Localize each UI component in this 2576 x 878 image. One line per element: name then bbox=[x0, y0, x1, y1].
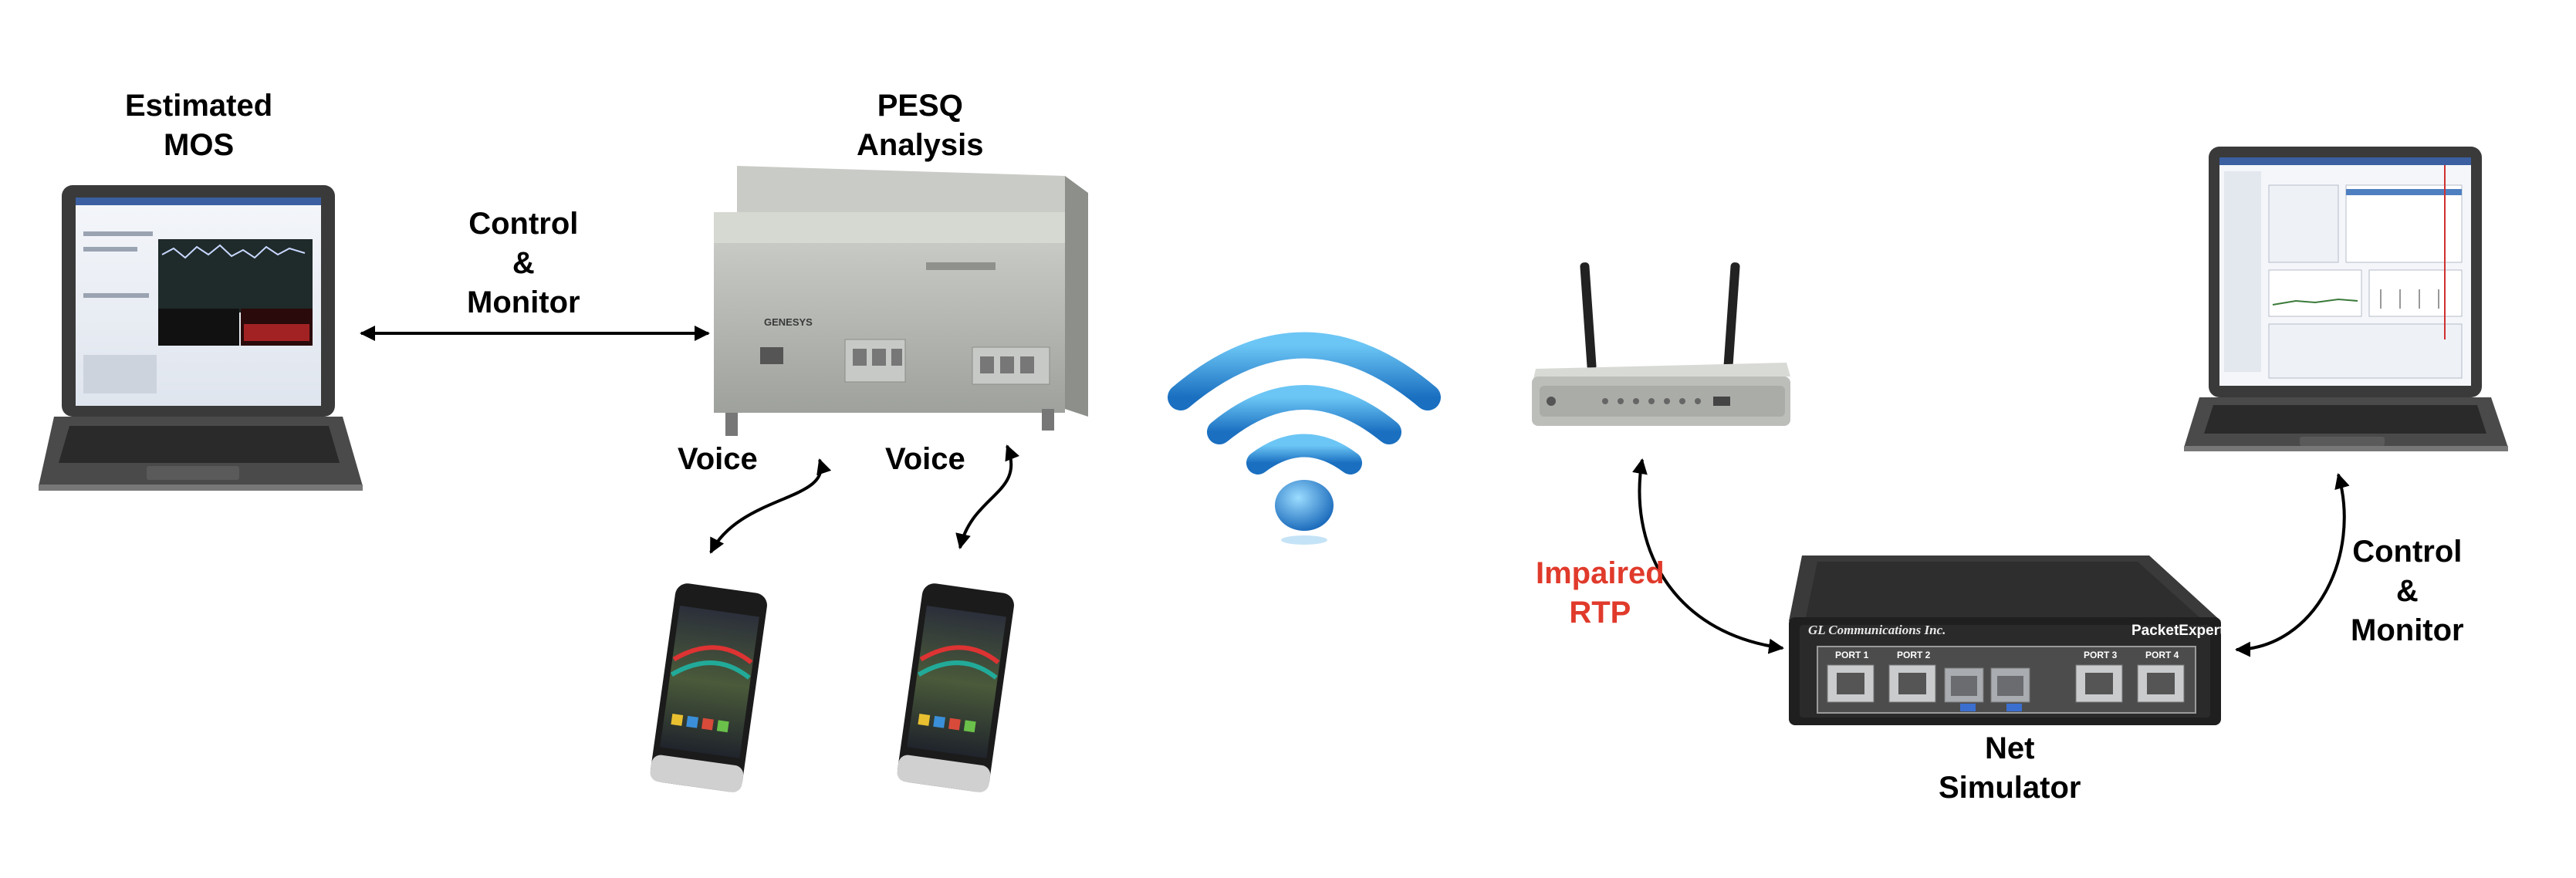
phone-left bbox=[650, 583, 767, 792]
port-2-label: PORT 2 bbox=[1897, 650, 1931, 660]
label-impaired-rtp: Impaired RTP bbox=[1536, 556, 1665, 630]
port-4-label: PORT 4 bbox=[2145, 650, 2179, 660]
label-estimated-mos: Estimated MOS bbox=[125, 89, 273, 162]
label-control-monitor-right: Control & Monitor bbox=[2351, 535, 2464, 647]
right-laptop bbox=[2184, 147, 2508, 451]
product-name: PacketExpert bbox=[2131, 623, 2225, 639]
company-name: GL Communications Inc. bbox=[1808, 623, 1946, 637]
wireless-router bbox=[1532, 262, 1790, 426]
phone-right bbox=[897, 583, 1014, 792]
arrow-voice-right bbox=[955, 444, 1019, 549]
arrow-simulator-laptop bbox=[2235, 473, 2350, 657]
label-voice-left: Voice bbox=[678, 442, 758, 476]
port-1-label: PORT 1 bbox=[1835, 650, 1869, 660]
port-3-label: PORT 3 bbox=[2084, 650, 2118, 660]
label-control-monitor-left: Control & Monitor bbox=[467, 207, 580, 319]
label-pesq-analysis: PESQ Analysis bbox=[857, 89, 984, 162]
pesq-analysis-device bbox=[714, 166, 1088, 436]
pesq-brand: GENESYS bbox=[764, 316, 813, 328]
left-laptop bbox=[39, 185, 363, 491]
wifi-icon bbox=[1168, 332, 1441, 545]
arrow-router-simulator bbox=[1632, 458, 1784, 654]
label-net-simulator: Net Simulator bbox=[1939, 731, 2081, 805]
net-simulator-device bbox=[1789, 556, 2221, 725]
connector-arrows bbox=[360, 326, 2350, 657]
label-voice-right: Voice bbox=[885, 442, 965, 476]
arrow-voice-left bbox=[709, 458, 832, 554]
